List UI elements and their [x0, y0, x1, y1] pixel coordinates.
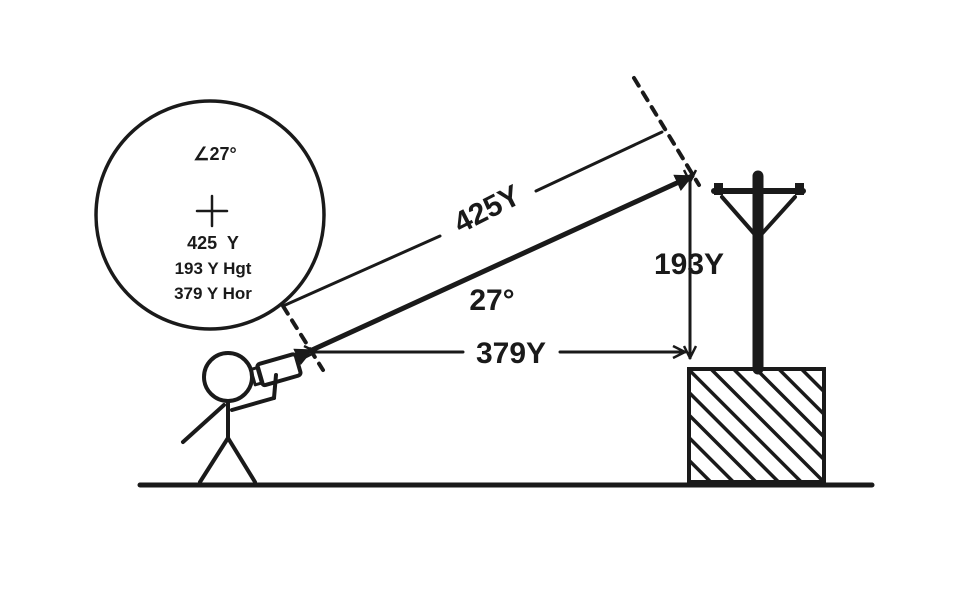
- person-figure: [181, 351, 278, 484]
- height-label: 193Y: [654, 248, 724, 281]
- rangefinder-reticle: ∠27° 425 Y 193 Y Hgt 379 Y Hor: [94, 99, 326, 331]
- rangefinder-icon: [249, 352, 303, 388]
- distance-label: 425Y: [449, 179, 526, 240]
- line-of-sight: [293, 173, 695, 366]
- upper-extension-dashed: [632, 76, 701, 187]
- crosshair-icon: [195, 194, 229, 228]
- distance-dimension-line: [281, 234, 442, 308]
- utility-pole-icon: [711, 170, 806, 375]
- reticle-distance: 425 Y: [187, 233, 239, 253]
- reticle-horizontal: 379 Y Hor: [174, 284, 252, 303]
- reticle-angle: ∠27°: [193, 144, 236, 164]
- hatched-base: [687, 367, 826, 484]
- reticle-height: 193 Y Hgt: [175, 259, 252, 278]
- horizontal-label: 379Y: [476, 337, 546, 370]
- angle-label: 27°: [469, 284, 514, 317]
- lower-extension-dashed: [281, 304, 325, 372]
